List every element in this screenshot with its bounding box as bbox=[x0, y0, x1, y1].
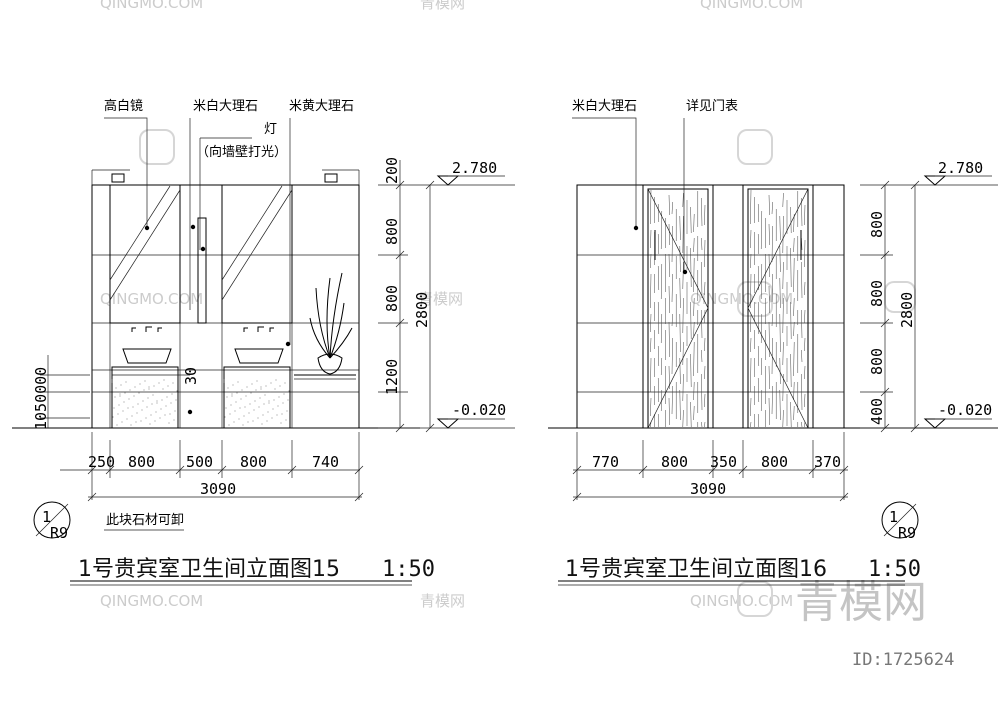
level-marker-icon bbox=[436, 418, 460, 429]
watermark-site-en: QINGMO.COM bbox=[100, 0, 203, 12]
watermark-site-cn: 青模网 bbox=[420, 0, 465, 12]
right-elevation: 米白大理石 详见门表 800 800 800 400 2800 2.780 -0… bbox=[548, 98, 998, 586]
label-lamp-note: （向墙壁打光） bbox=[196, 144, 287, 160]
label-white-marble: 米白大理石 bbox=[193, 98, 258, 114]
detail-callout: 1 R9 bbox=[881, 501, 919, 542]
dim-vertical: 800 bbox=[868, 280, 886, 307]
dim-horizontal: 800 bbox=[761, 453, 788, 471]
watermark-site-cn: 青模网 bbox=[418, 290, 463, 308]
label-removable-stone: 此块石材可卸 bbox=[106, 512, 184, 528]
detail-tag-top: 1 bbox=[889, 508, 898, 526]
drawing-scale: 1:50 bbox=[868, 557, 921, 582]
watermark-site-en: QINGMO.COM bbox=[100, 290, 203, 308]
dim-horizontal: 250 bbox=[88, 453, 115, 471]
dim-horizontal: 370 bbox=[814, 453, 841, 471]
label-door-schedule: 详见门表 bbox=[686, 99, 738, 114]
label-lamp: 灯 bbox=[264, 122, 277, 137]
dim-horizontal: 800 bbox=[240, 453, 267, 471]
label-beige-marble: 米黄大理石 bbox=[289, 99, 354, 114]
dim-horizontal: 770 bbox=[592, 453, 619, 471]
dim-horizontal: 800 bbox=[661, 453, 688, 471]
level-marker-icon bbox=[436, 175, 460, 186]
vanity-cabinet bbox=[223, 366, 291, 429]
mirror-left bbox=[109, 184, 181, 324]
watermark-layer: QINGMO.COM 青模网 QINGMO.COM QINGMO.COM 青模网… bbox=[100, 0, 954, 670]
plant-icon bbox=[309, 272, 353, 375]
label-white-marble: 米白大理石 bbox=[572, 98, 637, 114]
dim-vertical: 800 bbox=[383, 285, 401, 312]
drawing-id: ID:1725624 bbox=[852, 650, 954, 670]
dim-vertical: 400 bbox=[868, 398, 886, 425]
watermark-site-cn: 青模网 bbox=[420, 592, 465, 610]
basin-icon bbox=[234, 348, 284, 364]
drawing-title: 1号贵宾室卫生间立面图15 bbox=[78, 557, 340, 582]
lamp-strip bbox=[197, 217, 207, 324]
dim-vertical: 800 bbox=[868, 348, 886, 375]
detail-callout: 1 R9 bbox=[33, 501, 71, 542]
dim-overall-width: 3090 bbox=[690, 480, 726, 498]
detail-tag-bottom: R9 bbox=[898, 524, 916, 542]
dim-counter: 30 bbox=[182, 367, 200, 385]
left-elevation: 高白镜 米白大理石 米黄大理石 灯 （向墙壁打光） 200 800 800 12… bbox=[12, 98, 515, 586]
dim-vertical: 1200 bbox=[383, 359, 401, 395]
door-left bbox=[642, 184, 714, 429]
faucet-icon bbox=[131, 326, 274, 332]
label-mirror: 高白镜 bbox=[104, 98, 143, 114]
level-top: 2.780 bbox=[938, 159, 983, 177]
vanity-cabinet bbox=[111, 366, 179, 429]
dim-overall-height: 2800 bbox=[898, 292, 916, 328]
dim-horizontal: 800 bbox=[128, 453, 155, 471]
level-bottom: -0.020 bbox=[452, 401, 506, 419]
watermark-brand-large: 青模网 bbox=[795, 577, 927, 628]
dim-vertical: 800 bbox=[383, 218, 401, 245]
watermark-site-en: QINGMO.COM bbox=[690, 592, 793, 610]
dim-overall-height: 2800 bbox=[413, 292, 431, 328]
watermark-site-en: QINGMO.COM bbox=[700, 0, 803, 12]
stone-texture bbox=[111, 379, 290, 426]
level-marker-icon bbox=[923, 175, 947, 186]
dim-horizontal: 350 bbox=[710, 453, 737, 471]
dim-horizontal: 500 bbox=[186, 453, 213, 471]
dim-overall-width: 3090 bbox=[200, 480, 236, 498]
outlet-icon bbox=[111, 173, 338, 183]
detail-tag-top: 1 bbox=[42, 508, 51, 526]
leader-lines bbox=[104, 117, 291, 376]
watermark-site-en: QINGMO.COM bbox=[690, 290, 793, 308]
door-right bbox=[742, 184, 814, 429]
level-marker-icon bbox=[923, 418, 947, 429]
basin-icon bbox=[122, 348, 172, 364]
level-top: 2.780 bbox=[452, 159, 497, 177]
drawing-scale: 1:50 bbox=[382, 557, 435, 582]
detail-tag-bottom: R9 bbox=[50, 524, 68, 542]
level-bottom: -0.020 bbox=[938, 401, 992, 419]
watermark-site-en: QINGMO.COM bbox=[100, 592, 203, 610]
dim-left: 1050000 bbox=[32, 367, 50, 430]
watermark-logo-icon bbox=[139, 129, 916, 617]
dim-horizontal: 740 bbox=[312, 453, 339, 471]
mirror-right bbox=[221, 184, 293, 324]
drawing-title: 1号贵宾室卫生间立面图16 bbox=[565, 557, 827, 582]
dim-vertical: 800 bbox=[868, 211, 886, 238]
dim-vertical: 200 bbox=[383, 157, 401, 184]
